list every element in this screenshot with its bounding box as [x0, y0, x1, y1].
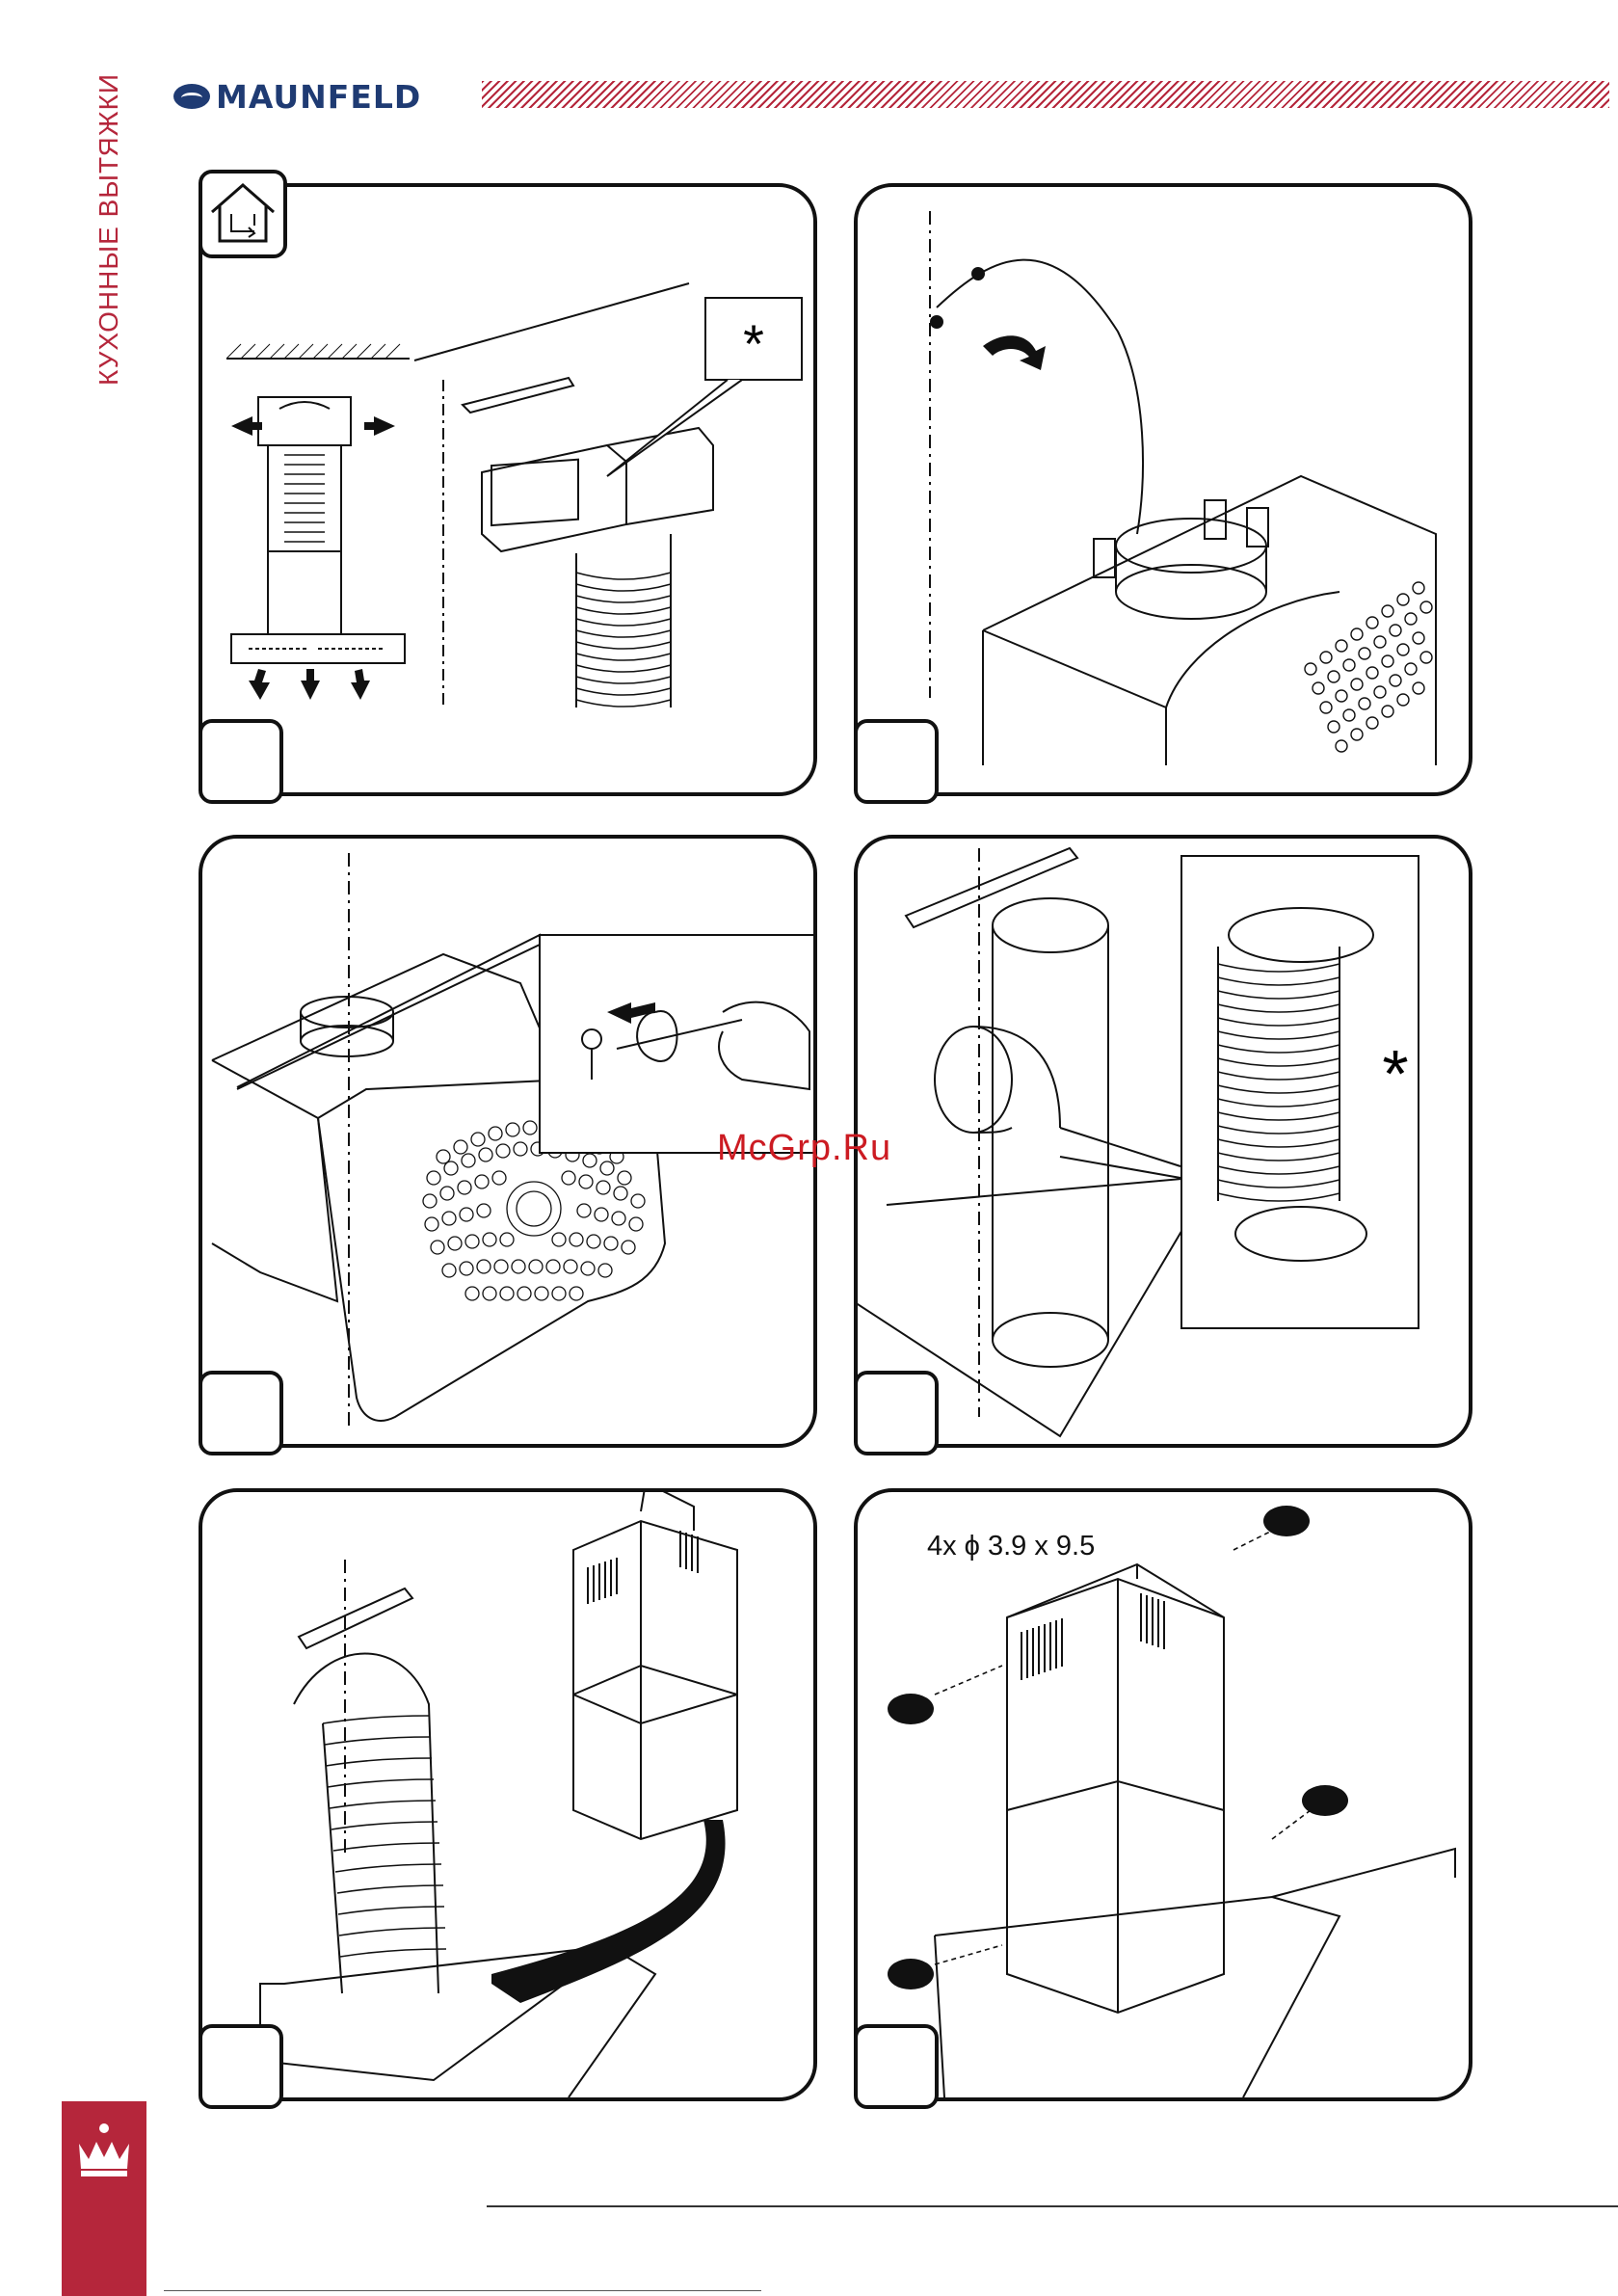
panel-1: *: [199, 183, 817, 796]
house-recirculation-icon: [199, 170, 287, 258]
step-number-box-1: [199, 719, 283, 804]
panel-6-illustration: [858, 1492, 1469, 2097]
panel-5: [199, 1488, 817, 2101]
panel-1-illustration: *: [202, 187, 813, 792]
side-caption: КУХОННЫЕ ВЫТЯЖКИ: [94, 75, 123, 384]
step-number-box-4: [854, 1371, 939, 1455]
brand-name: MAUNFELD: [216, 78, 421, 116]
step-number-box-5: [199, 2024, 283, 2109]
step-number-box-3: [199, 1371, 283, 1455]
watermark: McGrp.Ru: [717, 1128, 891, 1169]
panel-4: *: [854, 835, 1472, 1448]
brand-logo-mark: [173, 84, 210, 109]
panel-4-illustration: *: [858, 839, 1469, 1444]
panel-4-asterisk: *: [1382, 1036, 1408, 1111]
bottom-rule: [164, 2290, 761, 2291]
footer-rule: [487, 2205, 1618, 2207]
panel-2: [854, 183, 1472, 796]
panel-2-illustration: [858, 187, 1469, 792]
screw-dimension-label: 4x ϕ 3.9 x 9.5: [927, 1531, 1095, 1562]
header-hatch-band: [482, 81, 1609, 108]
panel-1-asterisk: *: [743, 313, 764, 374]
step-number-box-2: [854, 719, 939, 804]
brand-logo: MAUNFELD: [173, 77, 421, 116]
section-title: КУХОННЫЕ ВЫТЯЖКИ: [93, 73, 124, 386]
crown-icon: [73, 2121, 135, 2178]
footer-red-bar: [62, 2101, 146, 2296]
panel-5-illustration: [202, 1492, 813, 2097]
step-number-box-6: [854, 2024, 939, 2109]
panel-6: [854, 1488, 1472, 2101]
